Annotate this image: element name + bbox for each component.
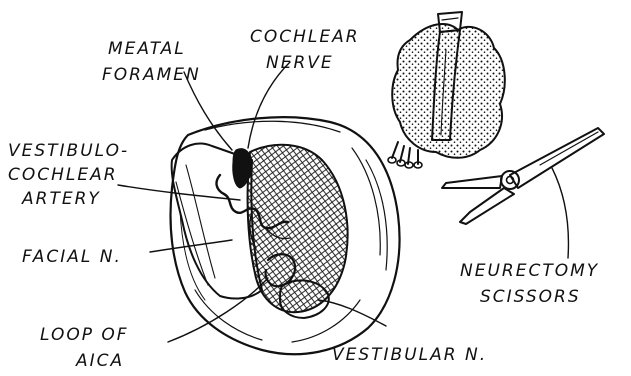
label-cochlear-line2: NERVE bbox=[266, 53, 334, 73]
canal-specimen bbox=[171, 117, 400, 354]
label-scissors-line2: SCISSORS bbox=[480, 287, 581, 307]
ganglion-specimen bbox=[388, 12, 505, 168]
label-scissors-line1: NEURECTOMY bbox=[460, 261, 599, 281]
scissors-leader bbox=[552, 168, 568, 258]
cochlear-leader bbox=[248, 62, 290, 148]
label-meatal-line1: MEATAL bbox=[108, 39, 186, 59]
label-vestibulo-line3: ARTERY bbox=[21, 189, 101, 209]
label-vestibular: VESTIBULAR N. bbox=[332, 345, 487, 365]
cochlear-nerve bbox=[248, 145, 348, 312]
scissors-lower-blade bbox=[460, 188, 514, 224]
label-vestibulo-line1: VESTIBULO- bbox=[8, 141, 129, 161]
scissors-upper-blade bbox=[442, 176, 502, 188]
label-loop-line1: LOOP OF bbox=[40, 325, 129, 345]
label-cochlear-line1: COCHLEAR bbox=[250, 27, 360, 47]
ganglion-body bbox=[392, 24, 505, 158]
label-loop-line2: AICA bbox=[75, 351, 124, 371]
label-meatal-line2: FORAMEN bbox=[102, 65, 201, 85]
label-vestibulo-line2: COCHLEAR bbox=[8, 165, 118, 185]
label-facial: FACIAL N. bbox=[22, 247, 122, 267]
